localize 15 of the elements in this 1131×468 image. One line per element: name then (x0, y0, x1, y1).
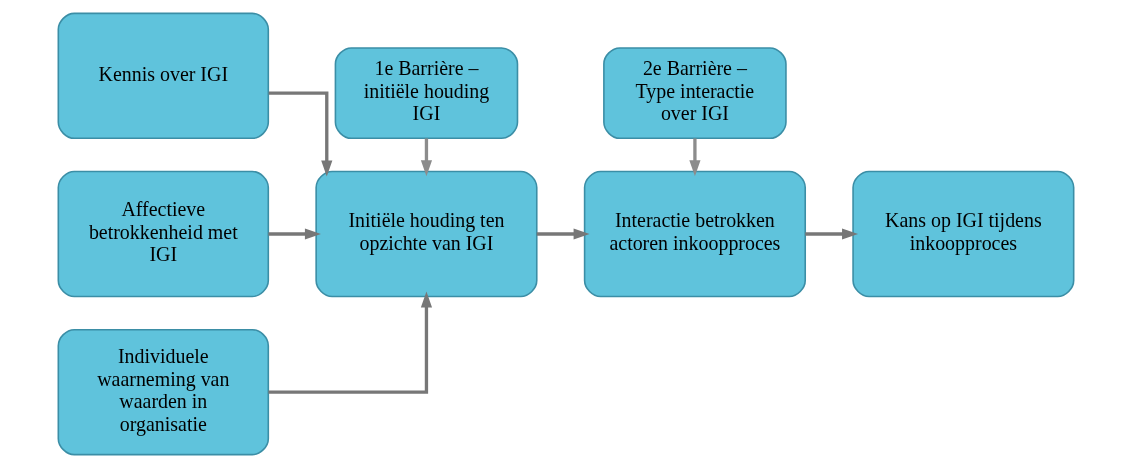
node-box: Initiële houding ten opzichte van IGI (314, 170, 538, 298)
arrow (268, 91, 332, 177)
node-box: 1e Barrière – initiële houding IGI (334, 47, 518, 140)
node-box: Kans op IGI tijdens inkoopproces (851, 170, 1074, 298)
node-box: Kennis over IGI (57, 12, 269, 140)
node-box: Individuele waarneming van waarden in organisatie (57, 328, 269, 456)
node-box: Interactie betrokken actoren inkoopproces (583, 170, 806, 298)
arrow (536, 228, 590, 240)
arrow (267, 228, 321, 240)
node-box: Affectieve betrokkenheid met IGI (57, 170, 269, 298)
arrow (267, 291, 432, 394)
arrow (804, 228, 858, 240)
arrow (420, 138, 432, 177)
arrow (688, 138, 700, 177)
node-box: 2e Barrière – Type interactie over IGI (602, 47, 787, 140)
